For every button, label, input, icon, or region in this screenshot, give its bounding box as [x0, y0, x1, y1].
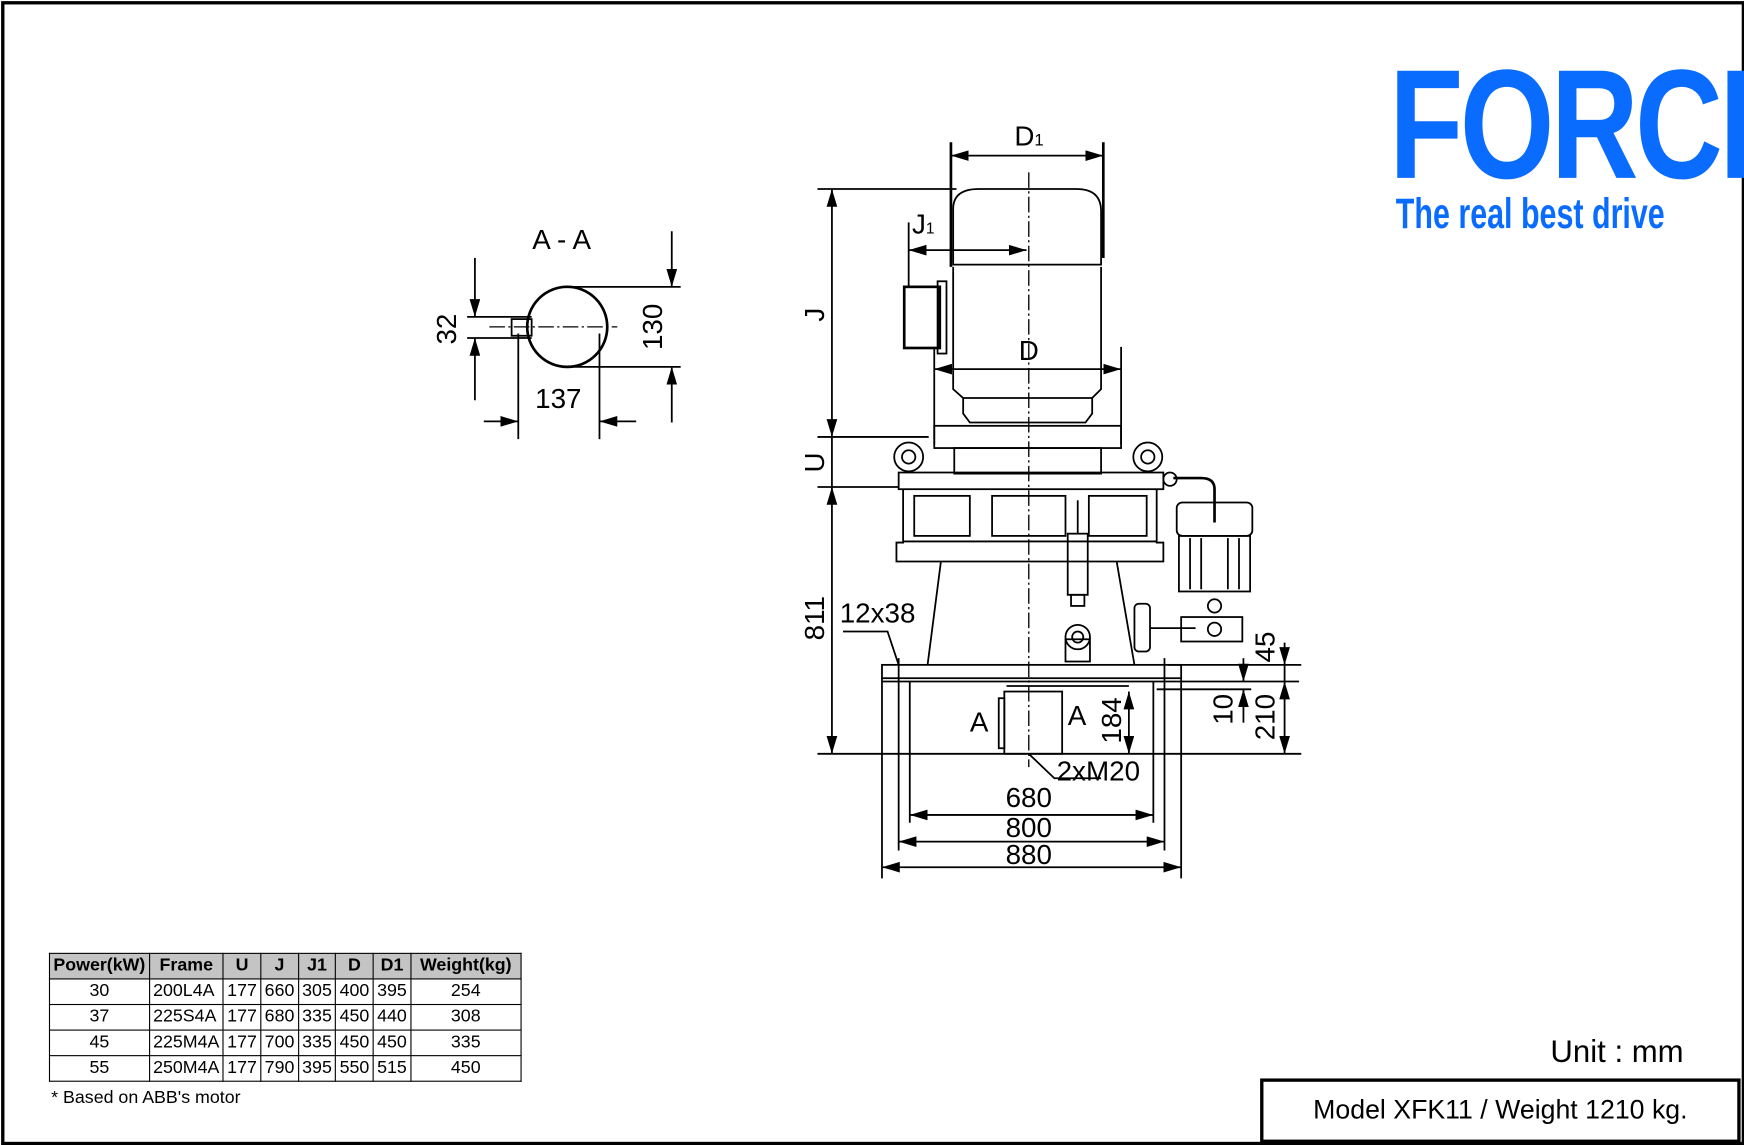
cell: 177 — [222, 1055, 262, 1082]
dim-880-label: 880 — [1006, 839, 1052, 870]
cell: 225M4A — [148, 1029, 224, 1057]
col-power: Power(kW) — [48, 952, 150, 980]
dim-d-label: D — [1019, 335, 1039, 366]
shaft-height-label: 130 — [637, 304, 668, 350]
cell: 250M4A — [148, 1055, 224, 1082]
col-j: J — [260, 952, 299, 980]
shaft-width-label: 137 — [535, 383, 581, 414]
col-d: D — [335, 952, 374, 980]
cell: 177 — [222, 978, 262, 1006]
col-u: U — [222, 952, 262, 980]
dim-45-label: 45 — [1250, 632, 1281, 663]
section-title: A - A — [532, 224, 591, 255]
section-a-a: A - A 32 130 137 — [431, 224, 681, 440]
dim-800-label: 800 — [1006, 812, 1052, 843]
col-weight: Weight(kg) — [410, 952, 522, 980]
key-width-label: 32 — [431, 314, 462, 345]
logo-tagline: The real best drive — [1395, 191, 1665, 238]
holes-label: 2xM20 — [1057, 755, 1140, 786]
bolt-label: 12x38 — [840, 598, 916, 629]
cell: 305 — [297, 978, 337, 1006]
cell: 335 — [410, 1029, 522, 1057]
cell: 550 — [335, 1055, 374, 1082]
dim-811-label: 811 — [799, 596, 830, 640]
cell: 790 — [260, 1055, 299, 1082]
table-header-row: Power(kW) Frame U J J1 D D1 Weight(kg) — [48, 952, 522, 980]
logo-brand: FORCE — [1389, 36, 1744, 212]
col-j1: J1 — [297, 952, 337, 980]
cell: 177 — [222, 1029, 262, 1057]
model-box: Model XFK11 / Weight 1210 kg. — [1260, 1078, 1741, 1143]
cell: 308 — [410, 1003, 522, 1031]
dim-680-label: 680 — [1006, 782, 1052, 813]
cell: 400 — [335, 978, 374, 1006]
dim-j-label: J — [799, 308, 830, 322]
cell: 225S4A — [148, 1003, 224, 1031]
cell: 177 — [222, 1003, 262, 1031]
dim-10-label: 10 — [1207, 694, 1238, 725]
dim-210-label: 210 — [1250, 694, 1281, 740]
cell: 450 — [372, 1029, 412, 1057]
cell: 395 — [297, 1055, 337, 1082]
gearbox-elevation: D1 J1 D J U 811 12x38 A A — [799, 121, 1302, 879]
section-a-right: A — [1068, 700, 1087, 731]
cell: 440 — [372, 1003, 412, 1031]
cell: 335 — [297, 1029, 337, 1057]
unit-label: Unit : mm — [1550, 1033, 1684, 1069]
cell: 45 — [48, 1029, 150, 1057]
cell: 680 — [260, 1003, 299, 1031]
cell: 700 — [260, 1029, 299, 1057]
cell: 450 — [335, 1029, 374, 1057]
spec-table: Power(kW) Frame U J J1 D D1 Weight(kg) 3… — [48, 952, 522, 1082]
cell: 55 — [48, 1055, 150, 1082]
dim-d1-label: D1 — [1014, 121, 1043, 152]
dim-u-label: U — [799, 452, 830, 472]
cell: 254 — [410, 978, 522, 1006]
cell: 395 — [372, 978, 412, 1006]
cell: 335 — [297, 1003, 337, 1031]
cell: 200L4A — [148, 978, 224, 1006]
dim-184-label: 184 — [1096, 697, 1127, 743]
table-note: * Based on ABB's motor — [51, 1088, 241, 1108]
cell: 30 — [48, 978, 150, 1006]
cell: 515 — [372, 1055, 412, 1082]
cell: 450 — [410, 1055, 522, 1082]
dim-j1-label: J1 — [912, 208, 935, 239]
col-d1: D1 — [372, 952, 412, 980]
section-a-left: A — [970, 707, 989, 738]
cell: 37 — [48, 1003, 150, 1031]
cell: 450 — [335, 1003, 374, 1031]
cell: 660 — [260, 978, 299, 1006]
col-frame: Frame — [148, 952, 224, 980]
